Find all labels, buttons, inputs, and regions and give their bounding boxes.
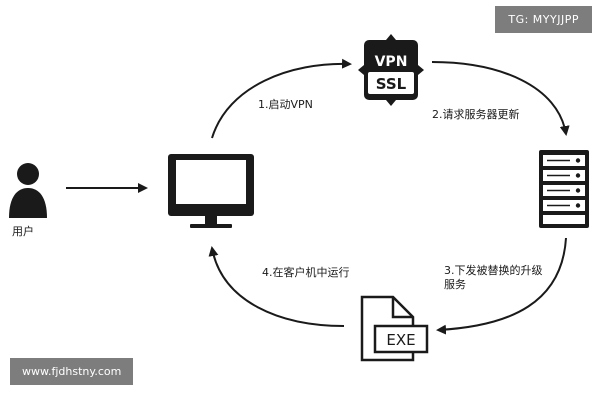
- arrow-step2: [431, 61, 570, 136]
- step2-label: 2.请求服务器更新: [432, 108, 520, 121]
- arrow-step4: [208, 246, 345, 327]
- ssl-text: SSL: [376, 75, 407, 93]
- server-icon: [539, 150, 589, 228]
- monitor-icon: [168, 154, 254, 228]
- user-icon: [9, 163, 47, 218]
- arrow-step1: [211, 58, 352, 139]
- exe-file-icon: EXE: [360, 295, 429, 362]
- watermark-telegram-badge: TG: MYYJJPP: [495, 6, 592, 33]
- step3-label: 3.下发被替换的升级服务: [444, 264, 543, 291]
- exe-text: EXE: [386, 331, 415, 349]
- user-label: 用户: [12, 225, 34, 238]
- step4-label: 4.在客户机中运行: [262, 266, 350, 279]
- step1-label: 1.启动VPN: [258, 98, 313, 111]
- vpn-text: VPN: [375, 54, 408, 70]
- watermark-url-badge: www.fjdhstny.com: [10, 358, 134, 385]
- vpn-ssl-icon: VPN SSL: [358, 34, 424, 106]
- arrow-step3: [436, 237, 567, 335]
